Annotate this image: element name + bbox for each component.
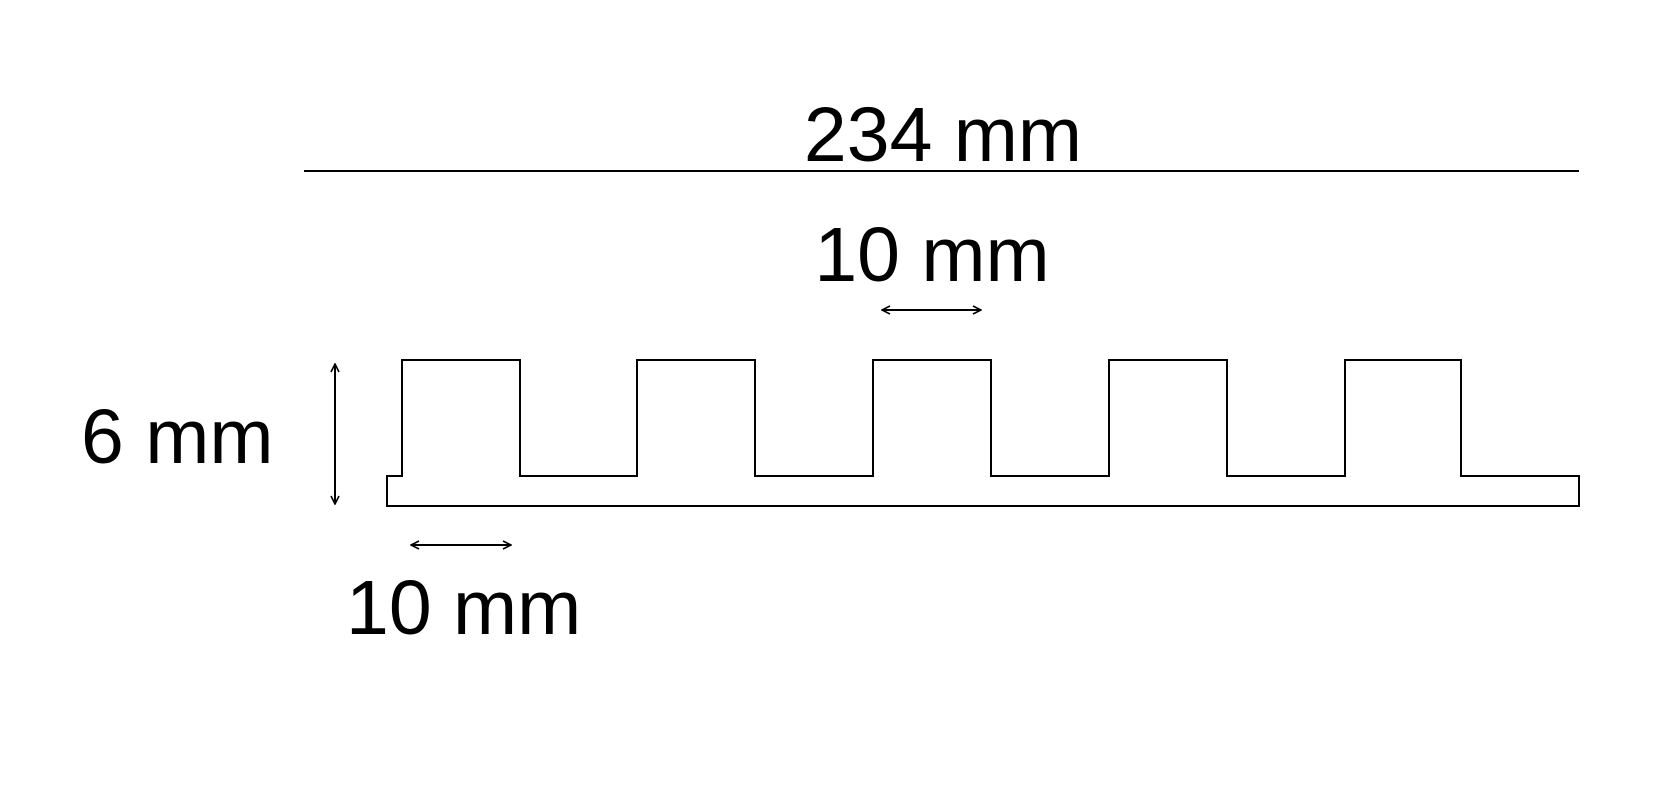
height-label: 6 mm [81, 394, 274, 480]
slat-profile-outline [386, 359, 1580, 507]
overall-width-label: 234 mm [804, 92, 1082, 178]
gap-width-label: 10 mm [346, 565, 581, 651]
tooth-width-label: 10 mm [814, 212, 1049, 298]
